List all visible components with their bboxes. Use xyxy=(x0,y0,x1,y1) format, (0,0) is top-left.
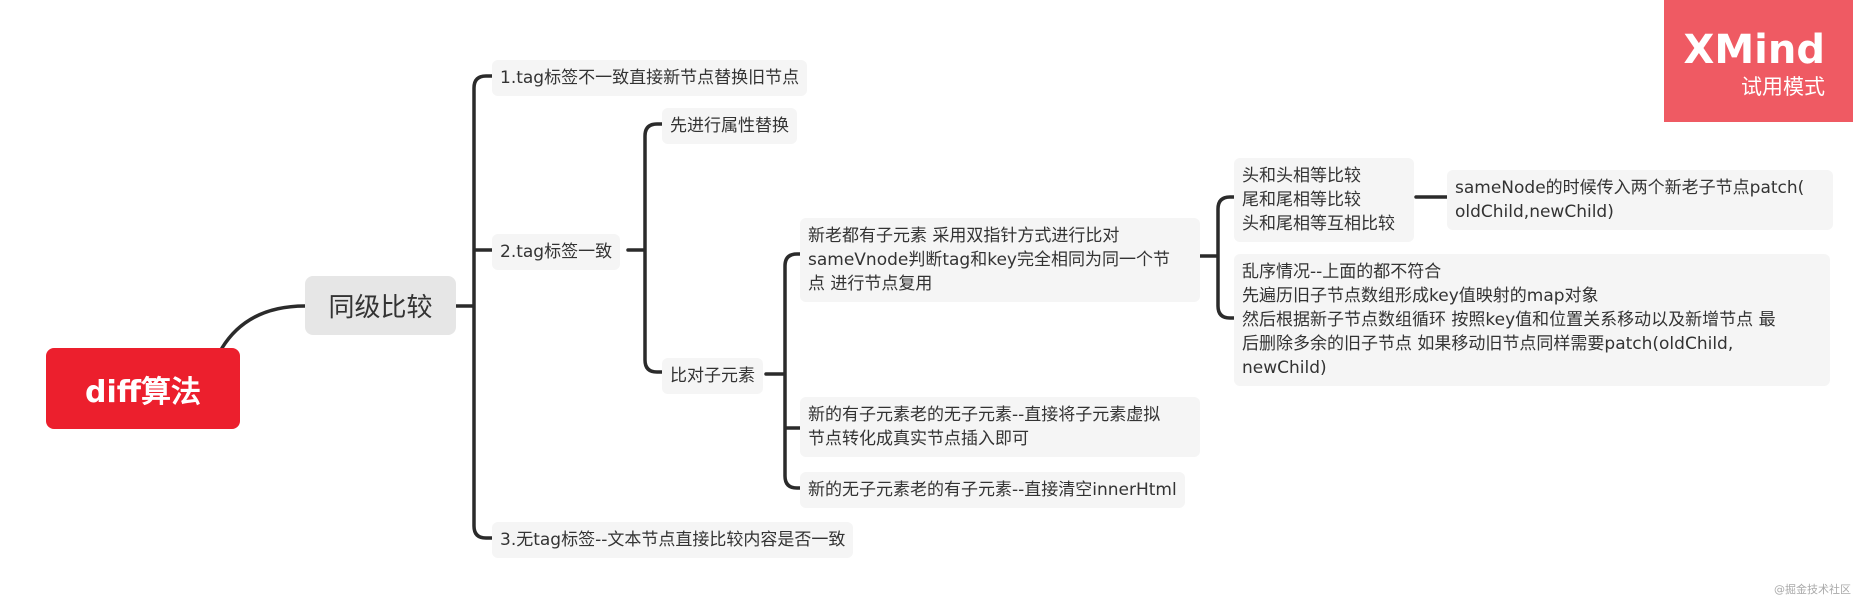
compare-unordered-line-5: newChild) xyxy=(1242,358,1327,378)
case-old-only-children[interactable]: 新的无子元素老的有子元素--直接清空innerHtml xyxy=(800,472,1185,508)
compare-unordered-line-1: 乱序情况--上面的都不符合 xyxy=(1242,262,1442,282)
connector-children-cases xyxy=(764,252,802,490)
root-label: diff算法 xyxy=(84,374,202,410)
compare-heads-line-3: 头和尾相等互相比较 xyxy=(1242,214,1395,234)
connector-main-branches xyxy=(454,74,494,540)
main-topic-node[interactable]: 同级比较 xyxy=(305,276,456,335)
branch-tag-mismatch[interactable]: 1.tag标签不一致直接新节点替换旧节点 xyxy=(492,60,808,96)
case-both-have-children[interactable]: 新老都有子元素 采用双指针方式进行比对 sameVnode判断tag和key完全… xyxy=(800,218,1200,302)
case-both-line-3: 点 进行节点复用 xyxy=(808,274,933,294)
compare-unordered-line-4: 后删除多余的旧子节点 如果移动旧节点同样需要patch(oldChild, xyxy=(1242,334,1734,354)
main-topic-label: 同级比较 xyxy=(328,293,433,323)
xmind-trial-mode: 试用模式 xyxy=(1741,75,1825,99)
compare-heads-line-1: 头和头相等比较 xyxy=(1242,166,1361,186)
compare-unordered-line-2: 先遍历旧子节点数组形成key值映射的map对象 xyxy=(1242,286,1599,306)
branch-tag-match-label: 2.tag标签一致 xyxy=(500,242,613,262)
sub-attribute-replace-label: 先进行属性替换 xyxy=(670,116,789,136)
root-node[interactable]: diff算法 xyxy=(46,348,240,429)
branch-tag-mismatch-label: 1.tag标签不一致直接新节点替换旧节点 xyxy=(500,68,800,88)
branch-no-tag[interactable]: 3.无tag标签--文本节点直接比较内容是否一致 xyxy=(492,522,854,558)
sub-compare-children-label: 比对子元素 xyxy=(670,366,755,386)
connector-root-main xyxy=(220,304,307,350)
compare-heads-line-2: 尾和尾相等比较 xyxy=(1242,190,1361,210)
sub-attribute-replace[interactable]: 先进行属性替换 xyxy=(662,108,797,144)
xmind-brand: XMind xyxy=(1683,27,1825,73)
watermark: @掘金技术社区 xyxy=(1774,583,1851,596)
case-old-only-label: 新的无子元素老的有子元素--直接清空innerHtml xyxy=(808,480,1177,500)
same-node-patch[interactable]: sameNode的时候传入两个新老子节点patch( oldChild,newC… xyxy=(1447,170,1833,230)
compare-unordered-line-3: 然后根据新子节点数组循环 按照key值和位置关系移动以及新增节点 最 xyxy=(1242,310,1776,330)
compare-heads-tails[interactable]: 头和头相等比较 尾和尾相等比较 头和尾相等互相比较 xyxy=(1234,158,1414,242)
case-both-line-1: 新老都有子元素 采用双指针方式进行比对 xyxy=(808,226,1120,246)
same-node-line-2: oldChild,newChild) xyxy=(1455,202,1614,222)
case-new-only-children[interactable]: 新的有子元素老的无子元素--直接将子元素虚拟 节点转化成真实节点插入即可 xyxy=(800,397,1200,457)
xmind-trial-badge: XMind 试用模式 xyxy=(1664,0,1853,122)
case-new-only-line-1: 新的有子元素老的无子元素--直接将子元素虚拟 xyxy=(808,405,1161,425)
case-new-only-line-2: 节点转化成真实节点插入即可 xyxy=(808,429,1029,449)
compare-unordered[interactable]: 乱序情况--上面的都不符合 先遍历旧子节点数组形成key值映射的map对象 然后… xyxy=(1234,254,1830,386)
same-node-line-1: sameNode的时候传入两个新老子节点patch( xyxy=(1455,178,1805,198)
case-both-line-2: sameVnode判断tag和key完全相同为同一个节 xyxy=(808,250,1170,270)
branch-tag-match[interactable]: 2.tag标签一致 xyxy=(492,234,621,270)
connector-case-compare xyxy=(1198,195,1236,320)
connector-b2-subs xyxy=(626,122,664,374)
branch-no-tag-label: 3.无tag标签--文本节点直接比较内容是否一致 xyxy=(500,530,846,550)
sub-compare-children[interactable]: 比对子元素 xyxy=(662,358,763,394)
